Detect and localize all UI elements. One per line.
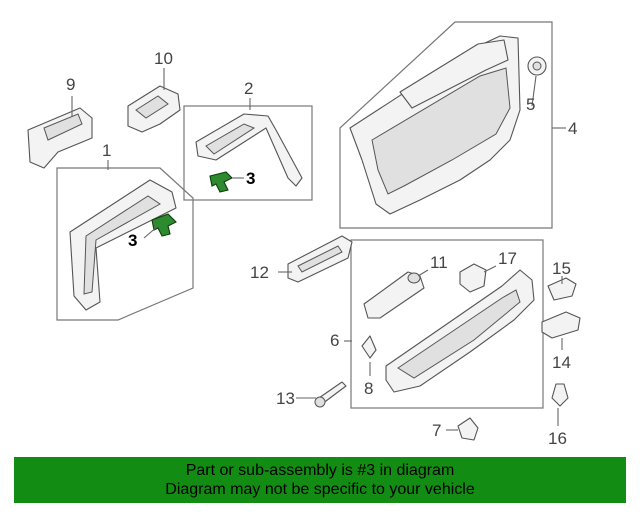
callout-3-lower: 3 (128, 231, 137, 250)
part-7-nut[interactable] (457, 417, 479, 441)
part-12-handle[interactable] (287, 235, 353, 283)
part-3-clip-lower[interactable] (151, 213, 177, 237)
callout-4: 4 (568, 119, 577, 138)
part-5-grommet[interactable] (527, 56, 547, 76)
callout-7: 7 (432, 421, 441, 440)
part-15-clip[interactable] (547, 277, 577, 301)
callout-9: 9 (66, 75, 75, 94)
part-13-screw[interactable] (314, 381, 347, 408)
callout-5: 5 (526, 95, 535, 114)
part-14-lamp[interactable] (541, 311, 581, 339)
callout-3-upper: 3 (246, 169, 255, 188)
part-3-clip-upper[interactable] (209, 171, 233, 193)
part-1-trim-panel[interactable] (69, 179, 177, 311)
banner-line-2: Diagram may not be specific to your vehi… (165, 481, 475, 498)
info-banner: Part or sub-assembly is #3 in diagram Di… (14, 457, 626, 503)
callout-16: 16 (548, 429, 567, 448)
group-box-2 (183, 105, 313, 201)
part-2-trim-panel[interactable] (195, 113, 303, 187)
group-box-4 (339, 21, 553, 229)
callout-13: 13 (276, 389, 295, 408)
callout-8: 8 (364, 379, 373, 398)
callout-14: 14 (552, 353, 571, 372)
callout-10: 10 (154, 49, 173, 68)
callout-2: 2 (244, 79, 253, 98)
part-10-bracket[interactable] (127, 85, 181, 133)
part-6-lower-panel[interactable] (385, 269, 535, 393)
part-16-fastener[interactable] (551, 383, 569, 407)
part-4-liftgate-panel[interactable] (349, 35, 521, 215)
part-17-bracket[interactable] (459, 263, 487, 293)
part-9-bracket[interactable] (27, 107, 93, 169)
part-8-clip[interactable] (361, 335, 377, 359)
callout-11: 11 (430, 253, 448, 272)
callout-17: 17 (498, 249, 517, 268)
callout-15: 15 (552, 259, 571, 278)
group-box-1 (56, 167, 194, 321)
exploded-parts-diagram: 9 10 2 1 3 3 5 4 12 11 17 6 8 13 7 15 14… (27, 21, 581, 448)
banner-line-1: Part or sub-assembly is #3 in diagram (185, 462, 455, 479)
callout-1: 1 (102, 141, 111, 160)
callout-6: 6 (330, 331, 339, 350)
callout-12: 12 (250, 263, 269, 282)
part-11-cylinder[interactable] (363, 271, 425, 319)
